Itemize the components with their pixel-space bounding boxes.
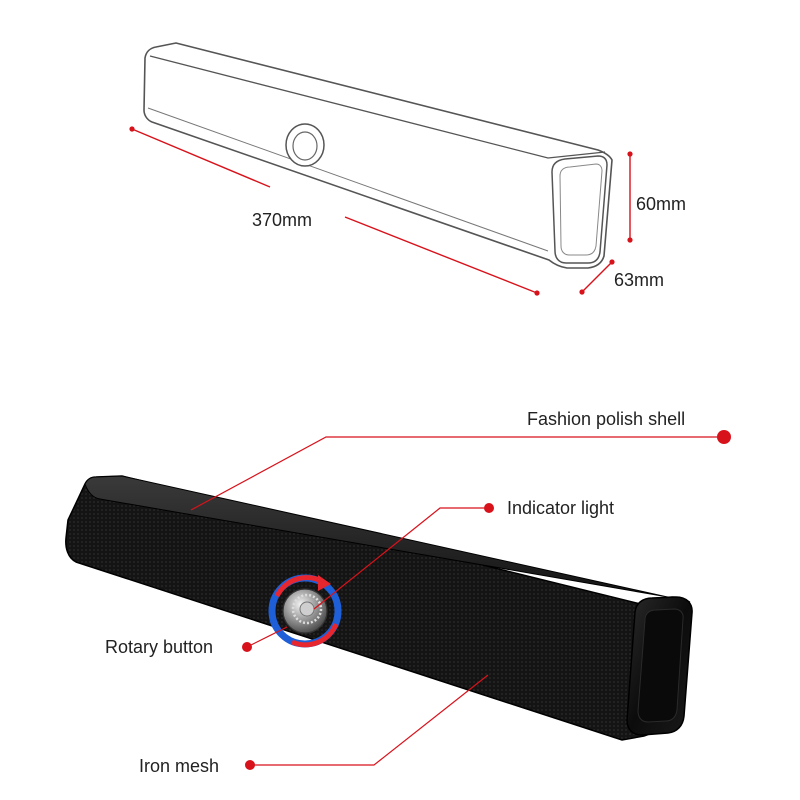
outline-front-edge xyxy=(147,107,549,252)
depth-label: 63mm xyxy=(614,270,664,290)
outline-speaker-body xyxy=(143,42,613,269)
knob-center xyxy=(299,601,315,617)
shell-callout-label: Fashion polish shell xyxy=(527,409,685,429)
height-label: 60mm xyxy=(636,194,686,214)
indicator-callout-dot xyxy=(484,503,494,513)
rotary-callout-dot xyxy=(242,642,252,652)
shell-leader-line xyxy=(190,436,719,511)
height-dimension-endpoint xyxy=(627,151,633,157)
mesh-callout-label: Iron mesh xyxy=(139,756,219,776)
dimension-lines xyxy=(129,126,633,296)
length-dimension-endpoint xyxy=(129,126,135,132)
indicator-leader-line xyxy=(313,507,489,610)
callout-lines xyxy=(190,436,719,766)
length-dimension-line-right xyxy=(344,216,538,294)
length-label: 370mm xyxy=(252,210,312,230)
shell-callout-dot xyxy=(717,430,731,444)
mesh-leader-line xyxy=(250,674,489,766)
outline-knob-cap xyxy=(292,131,318,161)
depth-dimension-endpoint xyxy=(609,259,615,265)
rotary-callout-label: Rotary button xyxy=(105,637,213,657)
outline-top-edge xyxy=(149,55,606,159)
rotation-arrow-icon-lower xyxy=(290,622,339,648)
outline-drawing xyxy=(143,42,613,269)
polish-shell-end-inner xyxy=(637,608,684,723)
length-dimension-endpoint xyxy=(534,290,540,296)
rotary-leader-line xyxy=(246,626,288,648)
indicator-callout-label: Indicator light xyxy=(507,498,614,518)
callout-dots xyxy=(242,430,731,770)
outline-end-face-inner xyxy=(559,163,603,256)
depth-dimension-endpoint xyxy=(579,289,585,295)
knob-knurl xyxy=(291,593,323,625)
length-dimension-line-left xyxy=(131,128,271,188)
height-dimension-endpoint xyxy=(627,237,633,243)
rotary-button xyxy=(268,574,342,648)
rotation-arrow-head xyxy=(318,575,331,591)
outline-end-face xyxy=(551,155,608,264)
speaker-photo xyxy=(65,475,693,741)
mesh-callout-dot xyxy=(245,760,255,770)
rotation-arrow-icon xyxy=(274,575,325,598)
depth-dimension-line xyxy=(581,261,613,293)
